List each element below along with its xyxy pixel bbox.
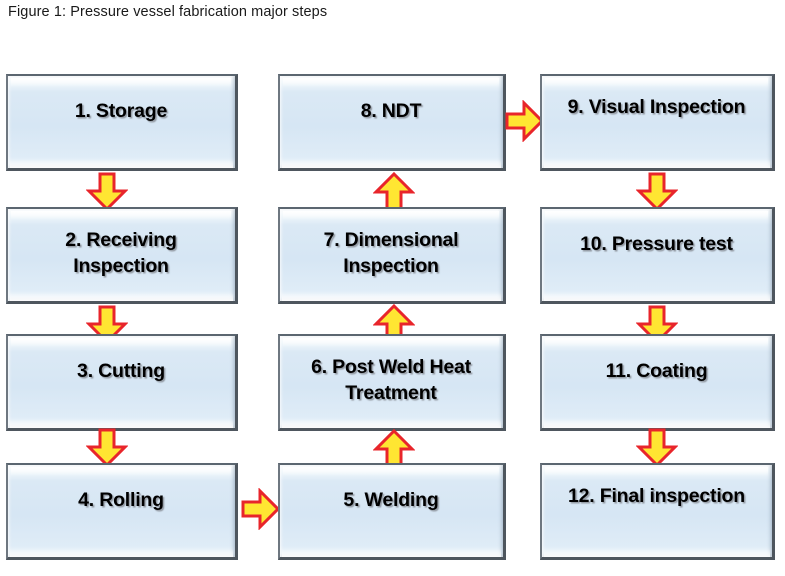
connector-arrow-5-to-6 bbox=[373, 428, 415, 468]
process-box-6-post-weld-heat-treatment[interactable]: 6. Post Weld Heat Treatment bbox=[278, 334, 506, 431]
process-box-1-label: 1. Storage bbox=[74, 100, 168, 122]
connector-arrow-9-to-10 bbox=[636, 172, 678, 212]
connector-arrow-11-to-12 bbox=[636, 428, 678, 468]
process-box-2-receiving-inspection[interactable]: 2. Receiving Inspection bbox=[6, 207, 238, 304]
connector-arrow-4-to-5 bbox=[241, 488, 281, 530]
process-box-10-pressure-test[interactable]: 10. Pressure test bbox=[540, 207, 775, 304]
process-box-5-label: 5. Welding bbox=[343, 489, 439, 511]
process-box-10-label: 10. Pressure test bbox=[580, 233, 733, 255]
process-box-12-label: 12. Final inspection bbox=[568, 485, 745, 507]
connector-arrow-10-to-11 bbox=[636, 305, 678, 345]
process-box-4-rolling[interactable]: 4. Rolling bbox=[6, 463, 238, 560]
process-box-3-label: 3. Cutting bbox=[77, 360, 165, 382]
process-box-8-label: 8. NDT bbox=[360, 100, 422, 122]
connector-arrow-1-to-2 bbox=[86, 172, 128, 212]
process-box-8-ndt[interactable]: 8. NDT bbox=[278, 74, 506, 171]
figure-caption: Figure 1: Pressure vessel fabrication ma… bbox=[8, 4, 328, 20]
process-box-11-label: 11. Coating bbox=[605, 360, 708, 382]
process-box-9-label: 9. Visual Inspection bbox=[567, 96, 746, 118]
process-box-7-dimensional-inspection[interactable]: 7. Dimensional Inspection bbox=[278, 207, 506, 304]
process-box-6-label: 6. Post Weld Heat Treatment bbox=[311, 356, 471, 404]
connector-arrow-3-to-4 bbox=[86, 428, 128, 468]
process-box-9-visual-inspection[interactable]: 9. Visual Inspection bbox=[540, 74, 775, 171]
process-box-5-welding[interactable]: 5. Welding bbox=[278, 463, 506, 560]
process-box-1-storage[interactable]: 1. Storage bbox=[6, 74, 238, 171]
process-box-3-cutting[interactable]: 3. Cutting bbox=[6, 334, 238, 431]
process-box-12-final-inspection[interactable]: 12. Final inspection bbox=[540, 463, 775, 560]
process-box-7-label: 7. Dimensional Inspection bbox=[323, 229, 459, 277]
connector-arrow-7-to-8 bbox=[373, 171, 415, 211]
process-box-11-coating[interactable]: 11. Coating bbox=[540, 334, 775, 431]
connector-arrow-8-to-9 bbox=[505, 100, 545, 142]
process-box-4-label: 4. Rolling bbox=[78, 489, 164, 511]
process-box-2-label: 2. Receiving Inspection bbox=[65, 229, 177, 277]
connector-arrow-2-to-3 bbox=[86, 305, 128, 345]
